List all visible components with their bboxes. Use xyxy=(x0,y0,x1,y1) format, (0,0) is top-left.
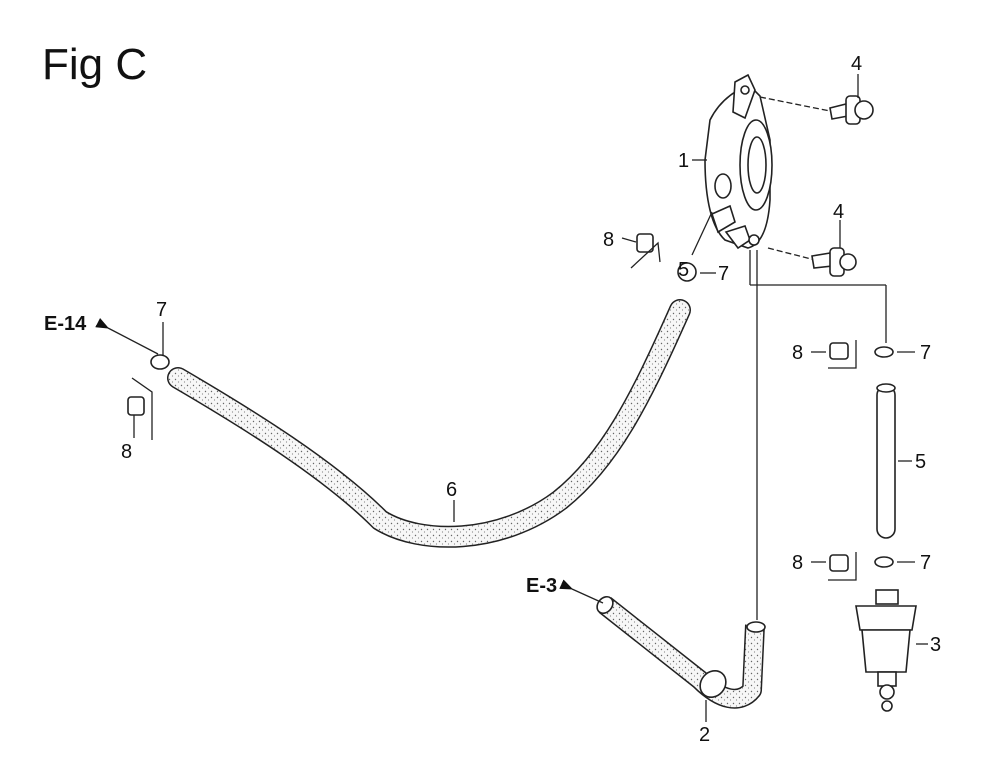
callout-clip-7-left: 7 xyxy=(156,299,167,321)
callout-clip-7-lower: 7 xyxy=(920,552,931,574)
callout-clamp-8-lower: 8 xyxy=(792,552,803,574)
callout-hose-6: 6 xyxy=(446,479,457,501)
callout-tube-2: 2 xyxy=(699,724,710,746)
fuel-hose-5 xyxy=(876,383,896,539)
ref-e3: E-3 xyxy=(526,575,557,597)
callout-clip-7-upper: 7 xyxy=(920,342,931,364)
callout-hose-5: 5 xyxy=(915,451,926,473)
callout-fuel-pump-1: 1 xyxy=(678,150,689,172)
callout-clamp-8-pump: 8 xyxy=(603,229,614,251)
fuel-tube-2 xyxy=(596,595,766,709)
callout-bolt-4-top: 4 xyxy=(851,53,862,75)
bolt-4-bottom xyxy=(767,247,857,277)
fuel-hose-6 xyxy=(167,299,691,548)
clamps-8 xyxy=(127,233,857,581)
fuel-pump-1 xyxy=(704,73,773,620)
leader-lines xyxy=(95,74,928,722)
fuel-filter-3 xyxy=(855,589,917,712)
callout-clip-7-pump: 7 xyxy=(718,263,729,285)
callout-hose-5-pump: 5 xyxy=(678,259,689,281)
callout-bolt-4-bottom: 4 xyxy=(833,201,844,223)
callout-clamp-8-upper: 8 xyxy=(792,342,803,364)
ref-e14: E-14 xyxy=(44,313,87,335)
clips-7 xyxy=(150,262,894,568)
bolt-4-top xyxy=(759,95,874,125)
figure-title: Fig C xyxy=(42,40,148,89)
callout-clamp-8-left: 8 xyxy=(121,441,132,463)
callout-fuel-filter-3: 3 xyxy=(930,634,941,656)
